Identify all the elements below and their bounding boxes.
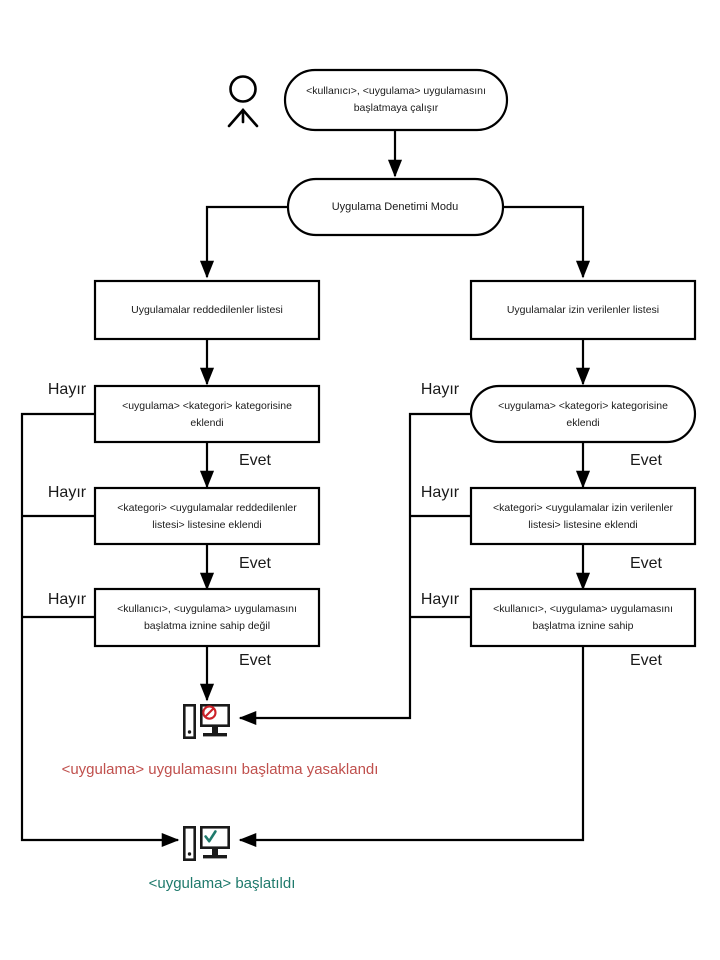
node-start-line2: başlatmaya çalışır bbox=[354, 102, 439, 114]
node-denylist-label: Uygulamalar reddedilenler listesi bbox=[131, 304, 283, 316]
node-deny-category-line2: eklendi bbox=[190, 417, 223, 429]
edge-left-no-rail bbox=[20, 412, 180, 848]
node-deny-permission-line1: <kullanıcı>, <uygulama> uygulamasını bbox=[117, 603, 297, 615]
edge-mode-to-denylist bbox=[199, 205, 287, 279]
label-left-no-1: Hayır bbox=[48, 381, 87, 398]
label-right-no-2: Hayır bbox=[421, 484, 460, 501]
node-category-added-to-allowlist[interactable]: <kategori> <uygulamalar izin verilenler … bbox=[469, 486, 697, 546]
node-allow-permission-line2: başlatma iznine sahip bbox=[533, 620, 634, 632]
node-allow-in-list-line1: <kategori> <uygulamalar izin verilenler bbox=[493, 502, 674, 514]
edge-mode-to-allowlist bbox=[503, 205, 591, 279]
node-allow-in-list-line2: listesi> listesine eklendi bbox=[528, 519, 637, 531]
node-denied-applications-list[interactable]: Uygulamalar reddedilenler listesi bbox=[93, 279, 321, 341]
node-user-has-start-permission[interactable]: <kullanıcı>, <uygulama> uygulamasını baş… bbox=[469, 587, 697, 648]
label-left-no-2: Hayır bbox=[48, 484, 87, 501]
node-application-control-mode[interactable]: Uygulama Denetimi Modu bbox=[286, 177, 505, 237]
node-deny-in-list-line1: <kategori> <uygulamalar reddedilenler bbox=[117, 502, 297, 514]
computer-blocked-icon bbox=[183, 704, 230, 739]
node-start[interactable]: <kullanıcı>, <uygulama> uygulamasını baş… bbox=[283, 68, 509, 132]
node-deny-category-added[interactable]: <uygulama> <kategori> kategorisine eklen… bbox=[93, 384, 321, 444]
label-left-yes-1: Evet bbox=[239, 452, 272, 469]
label-right-no-3: Hayır bbox=[421, 591, 460, 608]
label-right-yes-3: Evet bbox=[630, 652, 663, 669]
node-mode-label: Uygulama Denetimi Modu bbox=[332, 201, 459, 213]
caption-denied: <uygulama> uygulamasını başlatma yasakla… bbox=[62, 761, 379, 778]
node-allow-category-line2: eklendi bbox=[566, 417, 599, 429]
edge-right-no-rail bbox=[238, 412, 471, 726]
caption-started: <uygulama> başlatıldı bbox=[149, 875, 296, 892]
node-allowed-applications-list[interactable]: Uygulamalar izin verilenler listesi bbox=[469, 279, 697, 341]
label-right-no-1: Hayır bbox=[421, 381, 460, 398]
node-deny-permission-line2: başlatma iznine sahip değil bbox=[144, 620, 270, 632]
label-right-yes-2: Evet bbox=[630, 555, 663, 572]
node-user-has-no-start-permission[interactable]: <kullanıcı>, <uygulama> uygulamasını baş… bbox=[93, 587, 321, 648]
computer-allowed-icon bbox=[183, 826, 230, 861]
node-allow-category-added[interactable]: <uygulama> <kategori> kategorisine eklen… bbox=[469, 384, 697, 444]
label-left-no-3: Hayır bbox=[48, 591, 87, 608]
edge-allowpermission-yes-to-started bbox=[238, 646, 585, 848]
node-allow-category-line1: <uygulama> <kategori> kategorisine bbox=[498, 400, 668, 412]
label-right-yes-1: Evet bbox=[630, 452, 663, 469]
node-deny-category-line1: <uygulama> <kategori> kategorisine bbox=[122, 400, 292, 412]
node-allowlist-label: Uygulamalar izin verilenler listesi bbox=[507, 304, 659, 316]
label-left-yes-3: Evet bbox=[239, 652, 272, 669]
node-category-added-to-denylist[interactable]: <kategori> <uygulamalar reddedilenler li… bbox=[93, 486, 321, 546]
node-start-line1: <kullanıcı>, <uygulama> uygulamasını bbox=[306, 85, 486, 97]
node-deny-in-list-line2: listesi> listesine eklendi bbox=[152, 519, 261, 531]
user-icon bbox=[227, 75, 259, 128]
label-left-yes-2: Evet bbox=[239, 555, 272, 572]
node-allow-permission-line1: <kullanıcı>, <uygulama> uygulamasını bbox=[493, 603, 673, 615]
